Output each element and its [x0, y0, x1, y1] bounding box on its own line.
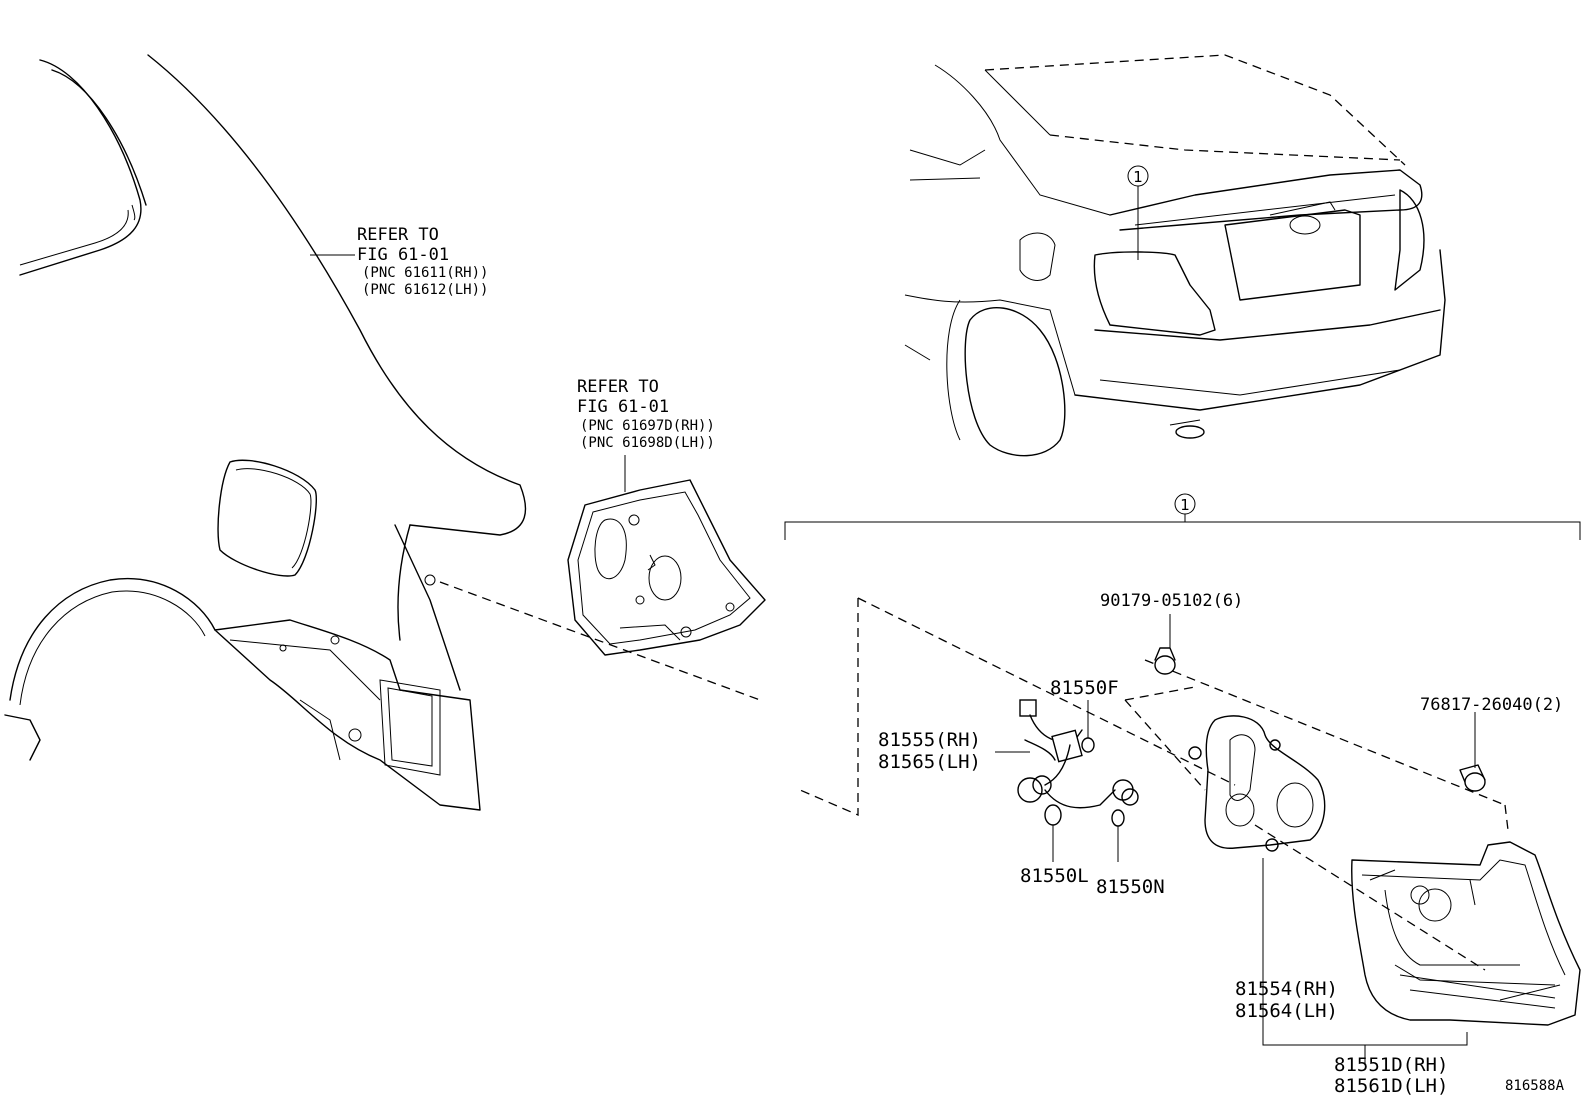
label-81554: 81554(RH): [1235, 978, 1338, 1000]
ref-inner-line2: FIG 61-01: [577, 397, 669, 417]
label-81551D: 81551D(RH): [1334, 1054, 1448, 1076]
ref-inner-pnc-rh: (PNC 61697D(RH)): [580, 418, 715, 434]
figure-id: 816588A: [1505, 1078, 1565, 1094]
label-90179: 90179-05102(6): [1100, 591, 1243, 611]
label-81555: 81555(RH): [878, 729, 981, 751]
ref-quarter-pnc-lh: (PNC 61612(LH)): [362, 282, 488, 298]
label-81564: 81564(LH): [1235, 1000, 1338, 1022]
ref-inner-pnc-lh: (PNC 61698D(LH)): [580, 435, 715, 451]
callout-marker-car: [1127, 165, 1149, 187]
label-81550N: 81550N: [1096, 876, 1165, 898]
inner-panel-drawing: [567, 455, 766, 656]
ref-inner-line1: REFER TO: [577, 377, 659, 397]
label-81561D: 81561D(LH): [1334, 1075, 1448, 1097]
ref-quarter-line1: REFER TO: [357, 225, 439, 245]
label-81565: 81565(LH): [878, 751, 981, 773]
label-81550F: 81550F: [1050, 677, 1119, 699]
label-76817: 76817-26040(2): [1420, 695, 1563, 715]
callout-marker-bracket: [1174, 493, 1196, 515]
ref-quarter-pnc-rh: (PNC 61611(RH)): [362, 265, 488, 281]
exploded-assembly: [799, 597, 1581, 1065]
car-rear-view: [904, 54, 1446, 457]
label-81550L: 81550L: [1020, 865, 1089, 887]
quarter-panel-drawing: [4, 54, 761, 811]
assembly-bracket: [784, 514, 1581, 540]
ref-quarter-line2: FIG 61-01: [357, 245, 449, 265]
callout-marker-bracket-text: 1: [1180, 496, 1190, 514]
callout-marker-car-text: 1: [1133, 168, 1143, 186]
